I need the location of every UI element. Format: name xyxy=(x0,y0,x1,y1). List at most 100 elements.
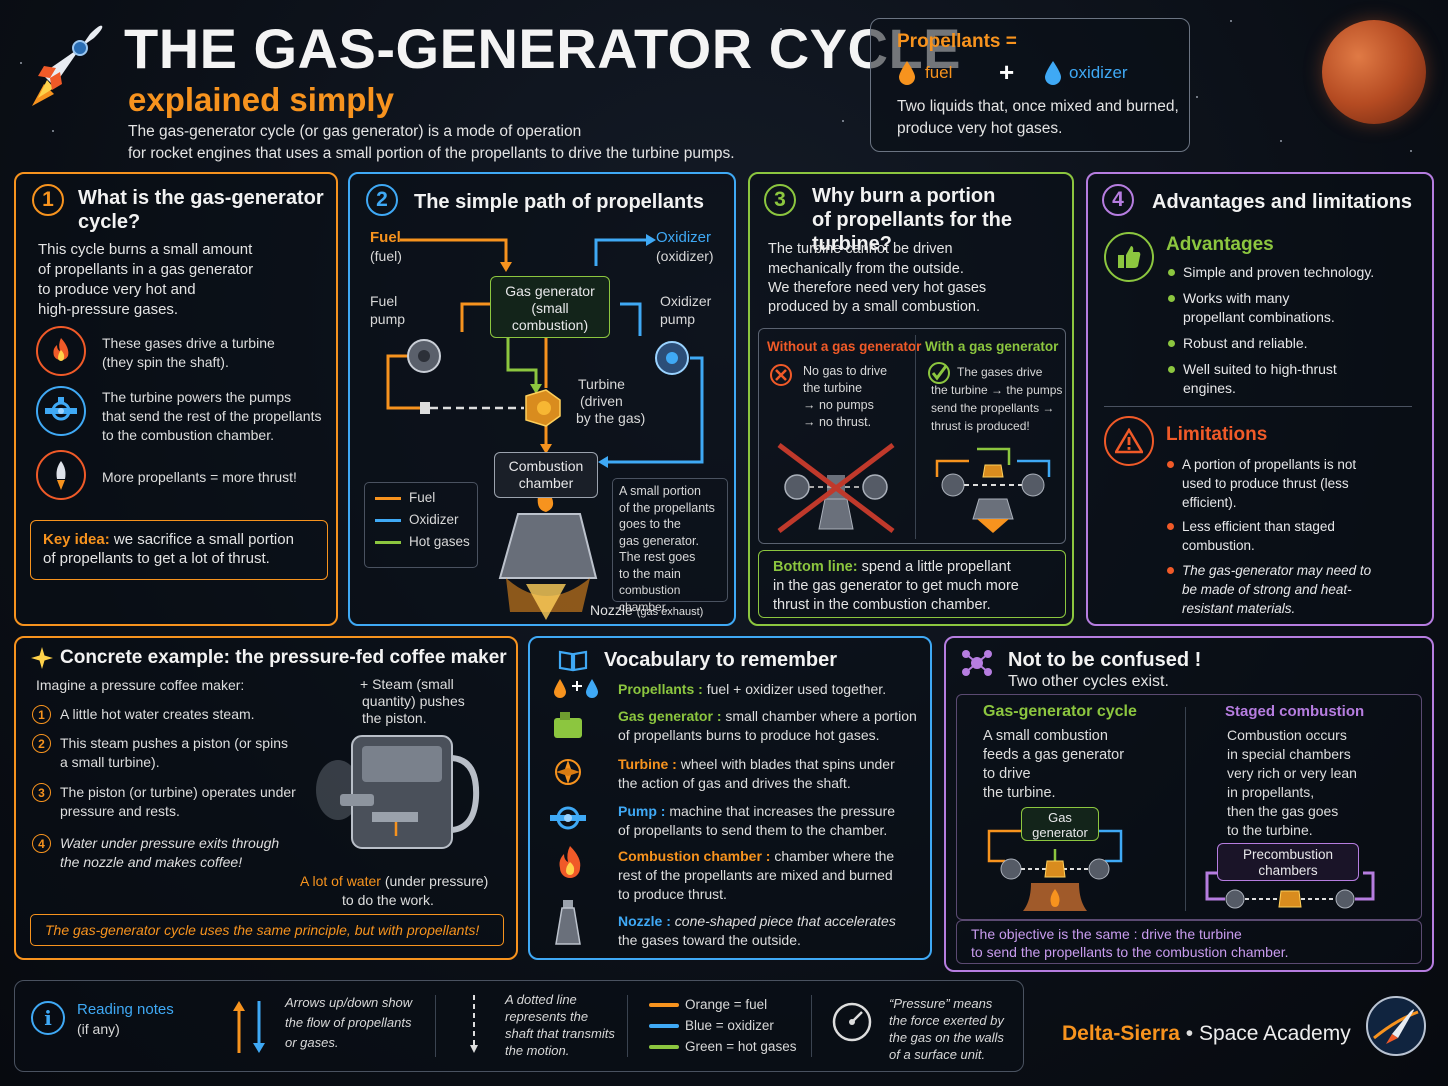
dotted-note-2: represents the xyxy=(505,1009,589,1024)
vocab-term-3: Turbine : xyxy=(618,756,677,772)
reading-notes-title: Reading notes xyxy=(77,1001,174,1018)
without-text-4: → no thrust. xyxy=(803,415,872,429)
page-subtitle: explained simply xyxy=(128,81,394,118)
with-title: With a gas generator xyxy=(925,339,1059,354)
intro-line-1: The gas-generator cycle (or gas generato… xyxy=(128,123,582,140)
section-1-title-1: What is the gas-generator xyxy=(78,187,324,209)
vocab-term-2: Gas generator : xyxy=(618,708,722,724)
color-note-2: Blue = oxidizer xyxy=(685,1018,774,1033)
oxidizer-sub-label: (oxidizer) xyxy=(656,248,714,264)
pressure-note-2: the force exerted by xyxy=(889,1013,1004,1028)
advantage-2b: propellant combinations. xyxy=(1183,309,1335,325)
steam-label-1: + Steam (small xyxy=(360,676,454,692)
mars-planet-image xyxy=(1322,20,1426,124)
vocab-term-4: Pump : xyxy=(618,803,666,819)
section-3-desc-3: We therefore need very hot gases xyxy=(768,280,987,296)
gas-generator-line-3: combustion) xyxy=(511,317,589,333)
limitation-1b: used to produce thrust (less xyxy=(1182,476,1349,491)
vocab-item-3a: Turbine : wheel with blades that spins u… xyxy=(618,755,895,773)
step-2-number: 2 xyxy=(32,734,51,753)
staged-text-5: then the gas goes xyxy=(1227,803,1339,819)
limitation-3c: resistant materials. xyxy=(1182,601,1296,616)
gg-cycle-text-3: to drive xyxy=(983,766,1031,782)
water-highlight: A lot of water xyxy=(300,873,381,889)
thrust-rocket-icon xyxy=(36,450,86,500)
arrows-note-1: Arrows up/down show xyxy=(285,995,413,1010)
vocab-term-5: Combustion chamber : xyxy=(618,848,771,864)
nozzle-text: Nozzle xyxy=(590,602,633,618)
turbine-label-2: (driven xyxy=(580,393,623,409)
coffee-maker-image xyxy=(316,735,480,849)
flame-icon xyxy=(36,326,86,376)
bottom-line-text: spend a little propellant xyxy=(857,559,1011,575)
pump-icon xyxy=(36,386,86,436)
check-icon xyxy=(927,361,951,390)
comparison-panel: Not to be confused ! Two other cycles ex… xyxy=(944,636,1434,972)
vocab-item-6a: Nozzle : cone-shaped piece that accelera… xyxy=(618,912,896,930)
example-intro: Imagine a pressure coffee maker: xyxy=(36,677,245,693)
vocab-def-3b: the action of gas and drives the shaft. xyxy=(618,775,851,791)
vocab-item-1: Propellants : fuel + oxidizer used toget… xyxy=(618,680,886,698)
step-1-number: 1 xyxy=(32,705,51,724)
step-3-text-a: The piston (or turbine) operates under xyxy=(60,784,296,800)
limitation-1a: A portion of propellants is not xyxy=(1166,457,1357,472)
vocab-item-4a: Pump : machine that increases the pressu… xyxy=(618,802,895,820)
legend-oxidizer-swatch xyxy=(375,519,401,522)
section-2-number: 2 xyxy=(366,184,398,216)
legend-hot-gases-swatch xyxy=(375,541,401,544)
staged-title: Staged combustion xyxy=(1225,703,1365,720)
staged-text-4: in propellants, xyxy=(1227,784,1315,800)
section-1-number: 1 xyxy=(32,184,64,216)
pressure-note-1: “Pressure” means xyxy=(889,996,993,1011)
water-label: A lot of water (under pressure) xyxy=(300,872,488,890)
limitation-3b: be made of strong and heat- xyxy=(1182,582,1352,597)
limitation-2a: Less efficient than staged xyxy=(1167,519,1335,534)
gas-generator-icon xyxy=(552,710,586,745)
reading-notes-sub: (if any) xyxy=(77,1021,120,1037)
without-text-3: → no pumps xyxy=(803,398,874,412)
brand-primary: Delta-Sierra xyxy=(1062,1022,1180,1045)
example-panel: Concrete example: the pressure-fed coffe… xyxy=(14,636,518,960)
rocket-icon xyxy=(14,14,114,114)
section-3-title-2: of propellants for the turbine? xyxy=(812,209,1012,255)
orange-swatch xyxy=(649,1003,679,1007)
blue-swatch xyxy=(649,1024,679,1028)
arrows-note-2: the flow of propellants xyxy=(285,1015,412,1030)
step-1-text: A little hot water creates steam. xyxy=(60,706,255,722)
dotted-line-icon xyxy=(467,993,481,1062)
pressure-gauge-icon xyxy=(831,1001,873,1048)
pressure-note-4: of a surface unit. xyxy=(889,1047,986,1062)
steam-label-2: quantity) pushes xyxy=(362,693,465,709)
key-idea-label: Key idea: xyxy=(43,531,110,548)
warning-icon xyxy=(1104,416,1154,466)
section-1-title-2: cycle? xyxy=(78,211,141,233)
precombustion-box-1: Precombustion xyxy=(1242,847,1334,862)
section-4-divider xyxy=(1104,406,1412,407)
comparison-footer-2: to send the propellants to the combustio… xyxy=(971,944,1289,960)
water-label-2: to do the work. xyxy=(342,892,434,908)
brand-name: Delta-Sierra • Space Academy xyxy=(1062,1020,1351,1048)
without-text-1: No gas to drive xyxy=(803,364,888,378)
legend-fuel-swatch xyxy=(375,497,401,500)
precombustion-box-2: chambers xyxy=(1258,863,1318,878)
comparison-subtitle: Two other cycles exist. xyxy=(1008,673,1169,690)
combustion-chamber-line-2: chamber xyxy=(518,475,574,491)
section-1-item-1a: These gases drive a turbine xyxy=(102,335,275,351)
section-1-desc-1: This cycle burns a small amount xyxy=(38,241,253,258)
page-title: THE GAS-GENERATOR CYCLE xyxy=(124,17,962,80)
arrows-note-3: or gases. xyxy=(285,1035,339,1050)
section-3-desc-2: mechanically from the outside. xyxy=(768,261,964,277)
section-1-item-1b: (they spin the shaft). xyxy=(102,354,229,370)
combustion-flame-icon xyxy=(556,844,584,885)
with-engine-diagram xyxy=(935,447,1051,533)
advantage-3: Robust and reliable. xyxy=(1168,335,1308,351)
without-engine-diagram xyxy=(777,443,895,533)
gg-mini-box: Gas generator xyxy=(1021,807,1099,841)
example-footer: The gas-generator cycle uses the same pr… xyxy=(45,922,480,938)
pressure-note-3: the gas on the walls xyxy=(889,1030,1004,1045)
section-2-title: The simple path of propellants xyxy=(414,191,705,213)
gas-generator-line-2: (small xyxy=(531,300,569,316)
with-text-2: the turbine → the pumps xyxy=(931,383,1063,397)
precombustion-box: Precombustion chambers xyxy=(1217,843,1359,881)
vocab-def-5c: to produce thrust. xyxy=(618,886,727,902)
